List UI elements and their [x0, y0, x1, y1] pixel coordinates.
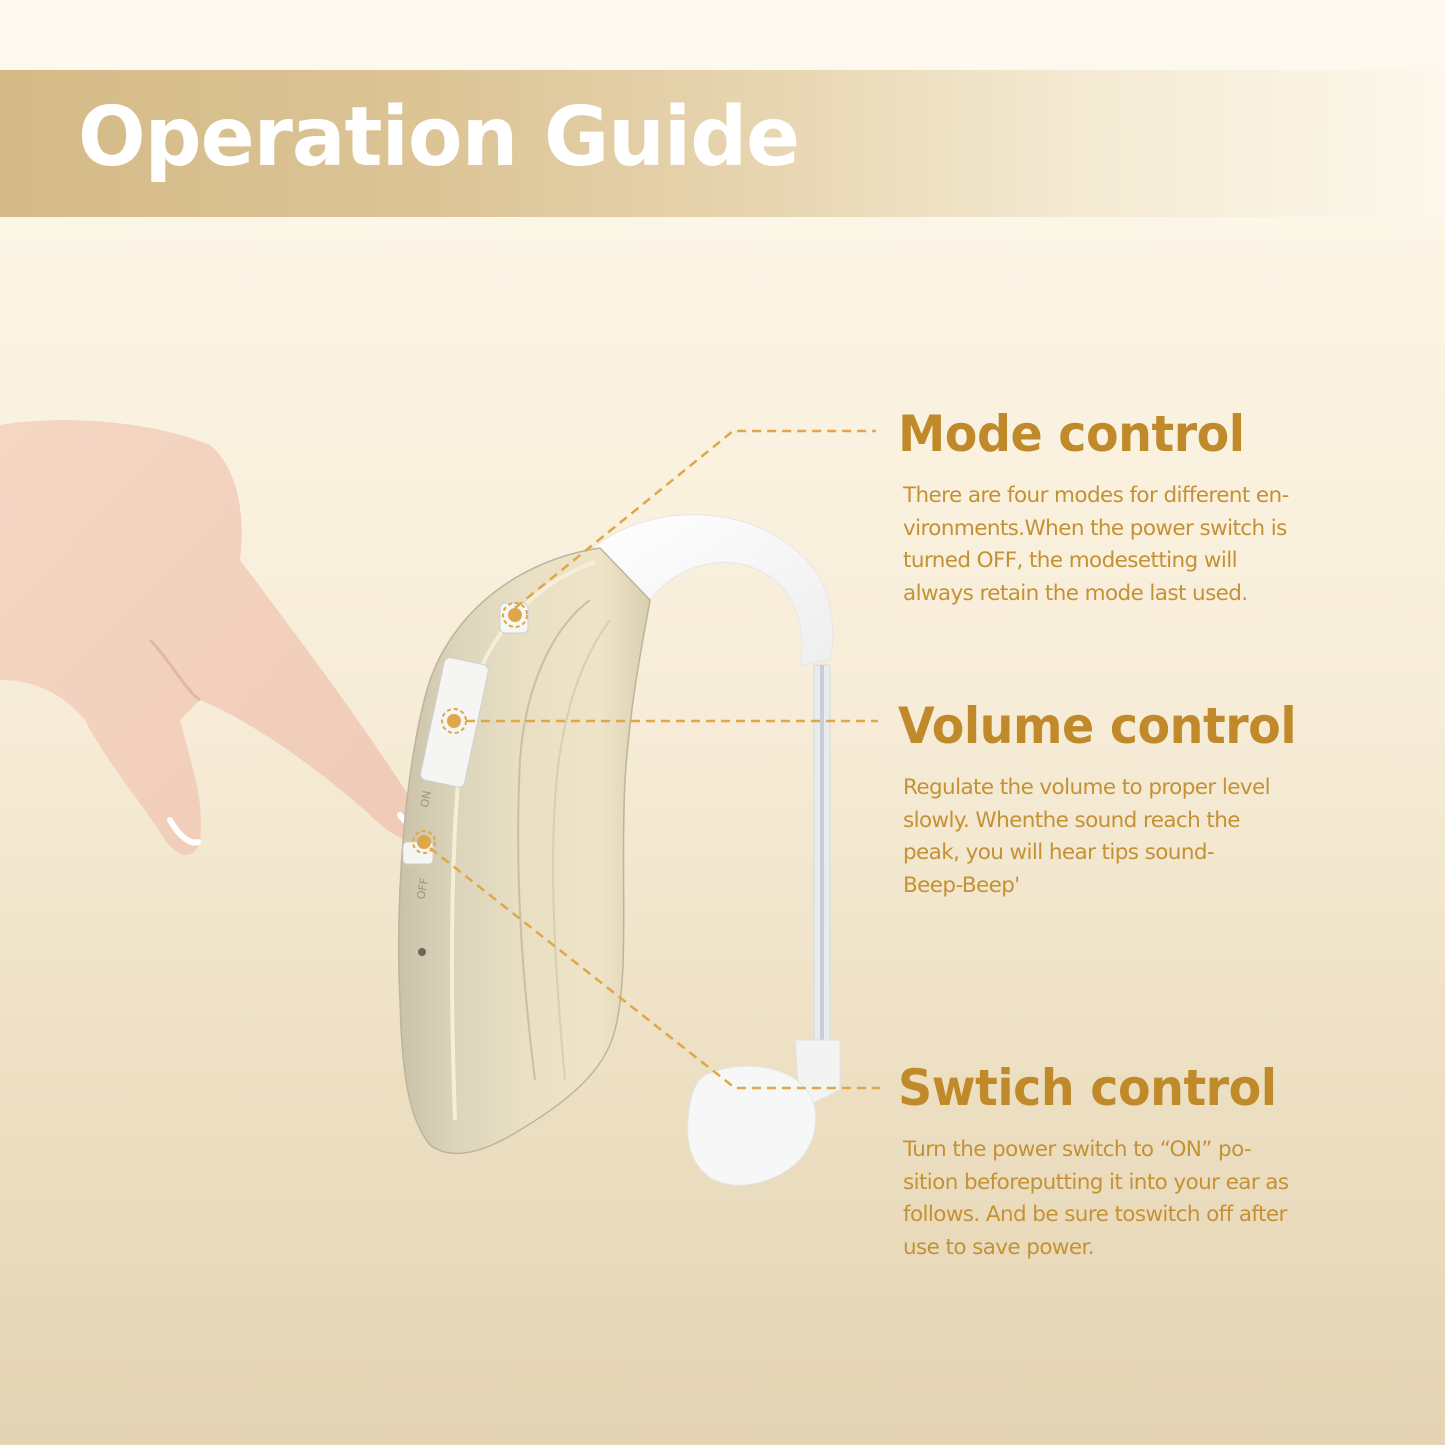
ear-hook — [589, 514, 834, 1046]
callout-title: Swtich control — [898, 1059, 1277, 1117]
switch-hotspot — [412, 830, 436, 854]
description-line: Regulate the volume to proper level — [903, 775, 1271, 800]
switch-leader-line — [429, 847, 880, 1090]
page-title: Operation Guide — [78, 90, 800, 185]
hearing-aid-body — [398, 547, 651, 1155]
callout-switch-control: Swtich control Turn the power switch to … — [898, 1058, 1398, 1264]
hand-image — [0, 420, 431, 855]
description-line: There are four modes for different en- — [903, 483, 1289, 508]
callout-description: Turn the power switch to “ON” po- sition… — [903, 1134, 1373, 1264]
description-line: use to save power. — [903, 1234, 1095, 1260]
description-line: Beep-Beep' — [903, 872, 1020, 898]
description-line: follows. And be sure toswitch off after — [903, 1202, 1287, 1227]
callout-title: Volume control — [898, 697, 1297, 755]
description-line: slowly. Whenthe sound reach the — [903, 807, 1241, 833]
description-line: vironments.When the power switch is — [903, 515, 1287, 541]
mode-hotspot — [502, 602, 528, 628]
description-line: always retain the mode last used. — [903, 580, 1248, 606]
description-line: sition beforeputting it into your ear as — [903, 1169, 1289, 1195]
mode-leader-line — [514, 429, 876, 609]
callout-description: There are four modes for different en- v… — [903, 480, 1373, 610]
title-banner — [0, 70, 1445, 217]
ear-dome — [687, 1039, 841, 1186]
off-label: OFF — [414, 877, 431, 900]
description-line: peak, you will hear tips sound- — [903, 840, 1215, 865]
callout-description: Regulate the volume to proper level slow… — [903, 772, 1373, 902]
on-label: ON — [418, 790, 434, 809]
description-line: Turn the power switch to “ON” po- — [903, 1137, 1252, 1162]
callout-volume-control: Volume control Regulate the volume to pr… — [898, 696, 1398, 902]
callout-title: Mode control — [898, 405, 1245, 463]
callout-mode-control: Mode control There are four modes for di… — [898, 404, 1398, 610]
description-line: turned OFF, the modesetting will — [903, 548, 1238, 573]
